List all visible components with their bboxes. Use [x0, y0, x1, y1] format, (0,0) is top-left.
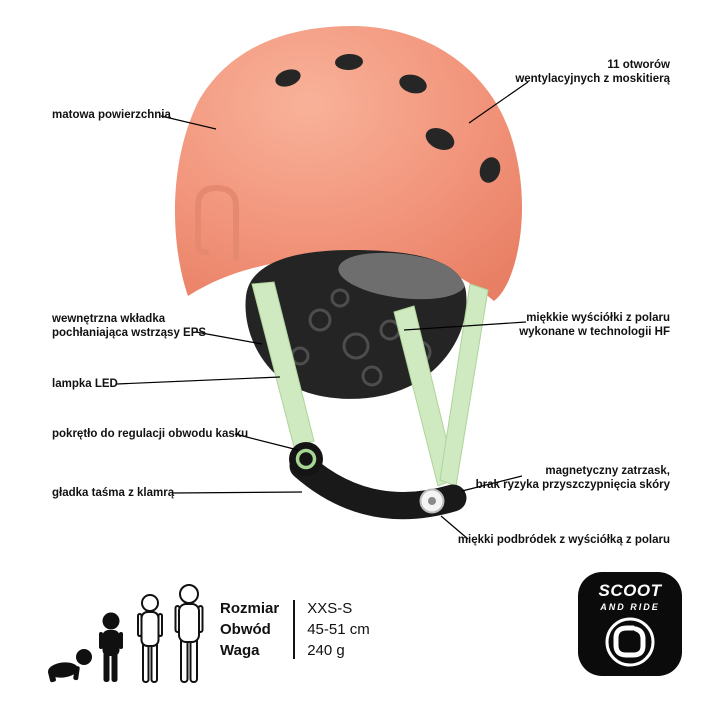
specs-divider — [293, 600, 296, 659]
brand-name-line1: SCOOT — [598, 581, 662, 600]
label-led-lamp: lampka LED — [52, 378, 118, 390]
label-smooth-strap: gładka taśma z klamrą — [52, 487, 175, 499]
shell-logo-outline — [195, 184, 239, 261]
callout-lines — [116, 81, 529, 540]
spec-value-girth: 45-51 cm — [307, 621, 370, 638]
adjustment-dial — [289, 442, 323, 476]
brand-glyph-icon — [605, 617, 655, 667]
label-matte-surface: matowa powierzchnia — [52, 109, 171, 121]
crawling-baby-icon — [48, 649, 92, 683]
toddler-icon — [99, 612, 123, 682]
size-specs-table: Rozmiar Obwód Waga XXS-S 45-51 cm 240 g — [220, 598, 370, 661]
label-vent-holes: 11 otworów wentylacyjnych z moskitierą — [515, 59, 670, 85]
chin-straps — [251, 281, 489, 491]
child-outline-icon — [137, 594, 163, 683]
helmet-shell — [174, 26, 523, 301]
label-fleece-padding: miękkie wyściółki z polaru wykonane w te… — [519, 312, 670, 338]
spec-label-weight: Waga — [220, 642, 260, 659]
label-soft-chin-pad: miękki podbródek z wyściółką z polaru — [457, 534, 670, 546]
spec-value-size: XXS-S — [307, 600, 353, 617]
child-tall-outline-icon — [174, 584, 204, 683]
spec-label-girth: Obwód — [220, 621, 271, 638]
spec-label-size: Rozmiar — [220, 600, 280, 617]
label-magnetic-buckle: magnetyczny zatrzask, brak ryzyka przysz… — [475, 465, 670, 491]
vent-holes — [275, 53, 501, 183]
label-eps-liner: wewnętrzna wkładka pochłaniająca wstrząs… — [52, 313, 207, 339]
spec-value-weight: 240 g — [307, 642, 345, 659]
scoot-and-ride-logo: SCOOT AND RIDE — [578, 572, 682, 676]
magnetic-buckle — [419, 488, 445, 514]
brand-name-line2: AND RIDE — [600, 602, 660, 612]
label-adjustment-dial: pokrętło do regulacji obwodu kasku — [52, 428, 249, 440]
